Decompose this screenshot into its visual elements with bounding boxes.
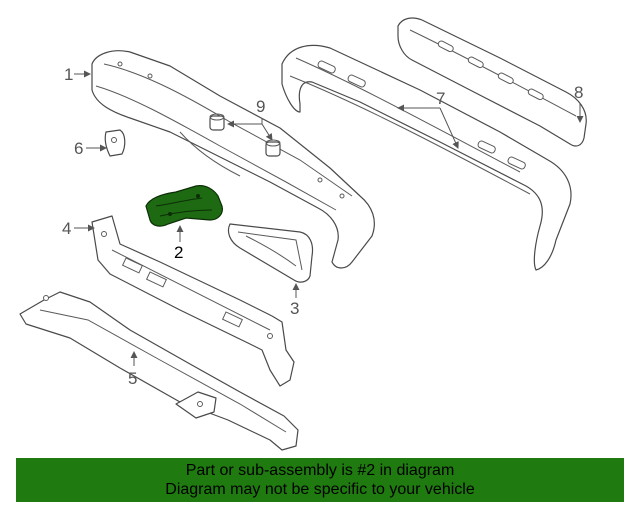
callout-9: 9	[227, 97, 273, 141]
footer-line-1: Part or sub-assembly is #2 in diagram	[185, 462, 455, 479]
parts-diagram: 1 2 3 4 5 6 7 8 9	[19, 17, 587, 451]
callout-7-label: 7	[436, 89, 445, 108]
part-7-step-pad	[281, 44, 572, 271]
callout-6-label: 6	[74, 139, 83, 158]
callout-3-label: 3	[290, 299, 299, 318]
part-3-bracket	[227, 223, 314, 283]
callout-1-label: 1	[64, 65, 73, 84]
callout-3: 3	[290, 283, 300, 318]
callout-8: 8	[574, 83, 584, 123]
callout-1: 1	[64, 65, 91, 84]
callout-5-label: 5	[128, 369, 137, 388]
callout-2: 2	[174, 225, 184, 262]
callout-8-label: 8	[574, 83, 583, 102]
part-4-crossmember	[91, 215, 295, 387]
callout-9-label: 9	[256, 97, 265, 116]
part-2-highlighted-bracket	[145, 185, 223, 227]
callout-2-label: 2	[174, 243, 183, 262]
part-8-step-pad	[397, 17, 587, 147]
callout-4-label: 4	[62, 219, 71, 238]
footer-line-2: Diagram may not be specific to your vehi…	[165, 481, 475, 498]
part-9-bumper-pad-b	[265, 139, 281, 157]
footer-banner: Part or sub-assembly is #2 in diagram Di…	[16, 458, 624, 502]
part-6-clip	[104, 129, 126, 157]
callout-4: 4	[62, 219, 95, 238]
callout-6: 6	[74, 139, 107, 158]
callout-5: 5	[128, 351, 138, 388]
callout-7: 7	[397, 89, 459, 149]
part-9-bumper-pad-a	[209, 113, 225, 131]
part-5-frame-rail	[19, 291, 299, 451]
